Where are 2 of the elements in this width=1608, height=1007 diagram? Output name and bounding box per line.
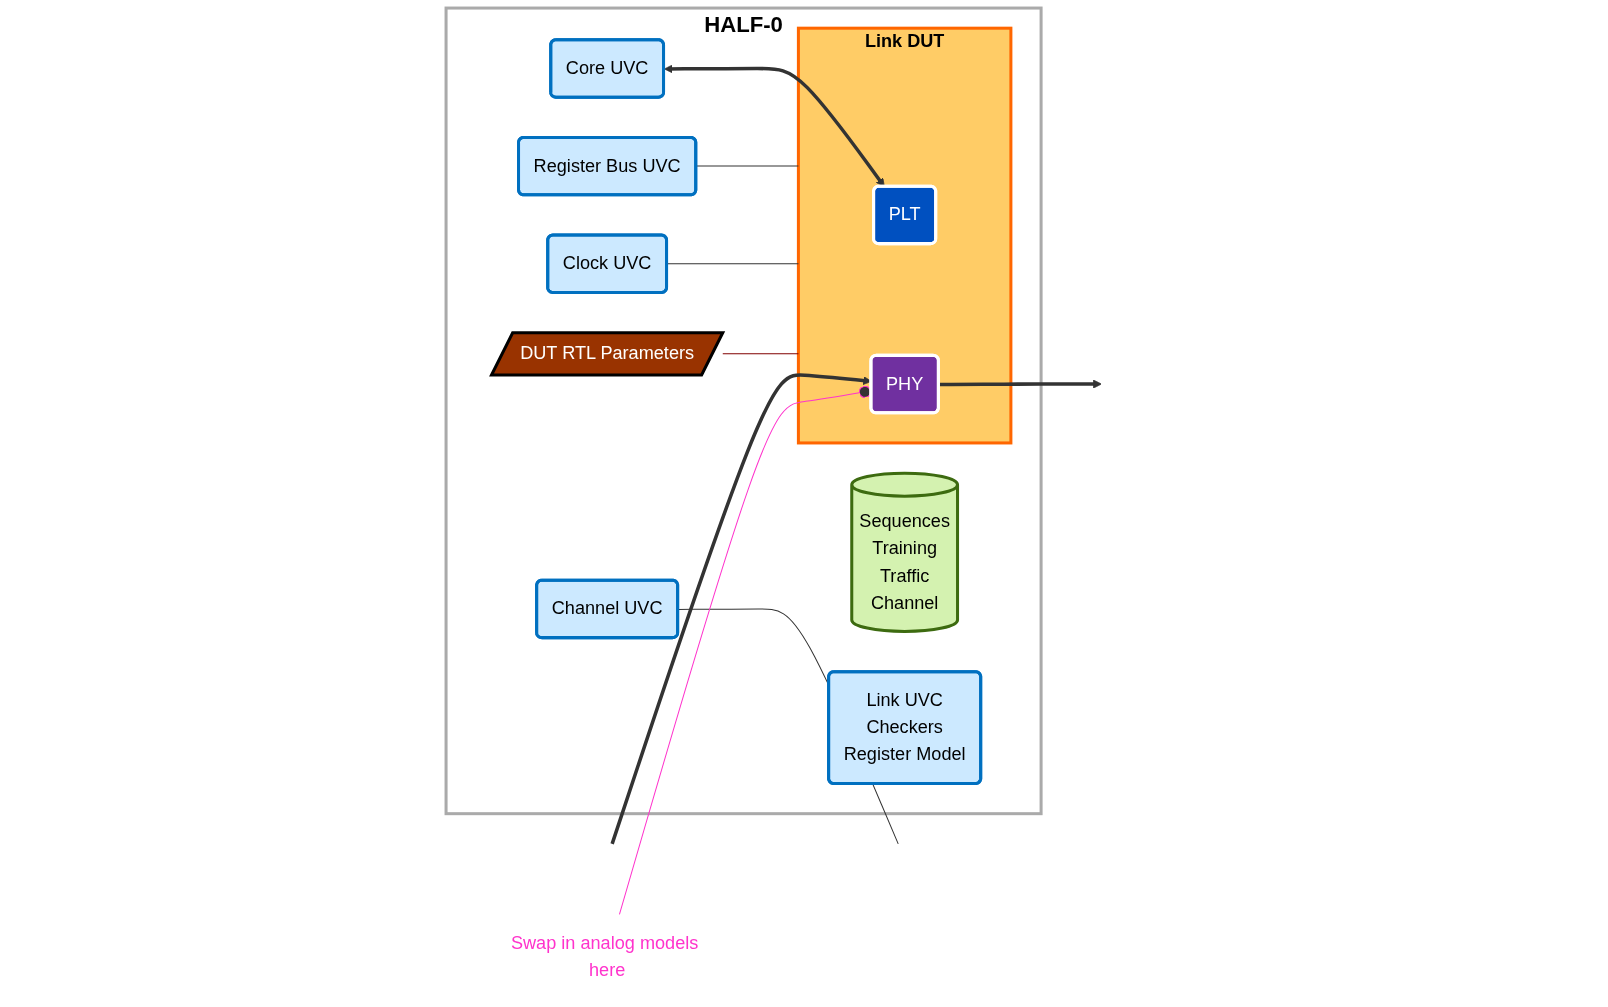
node-text: Swap in analog models here bbox=[510, 932, 699, 980]
connector bbox=[722, 353, 799, 355]
